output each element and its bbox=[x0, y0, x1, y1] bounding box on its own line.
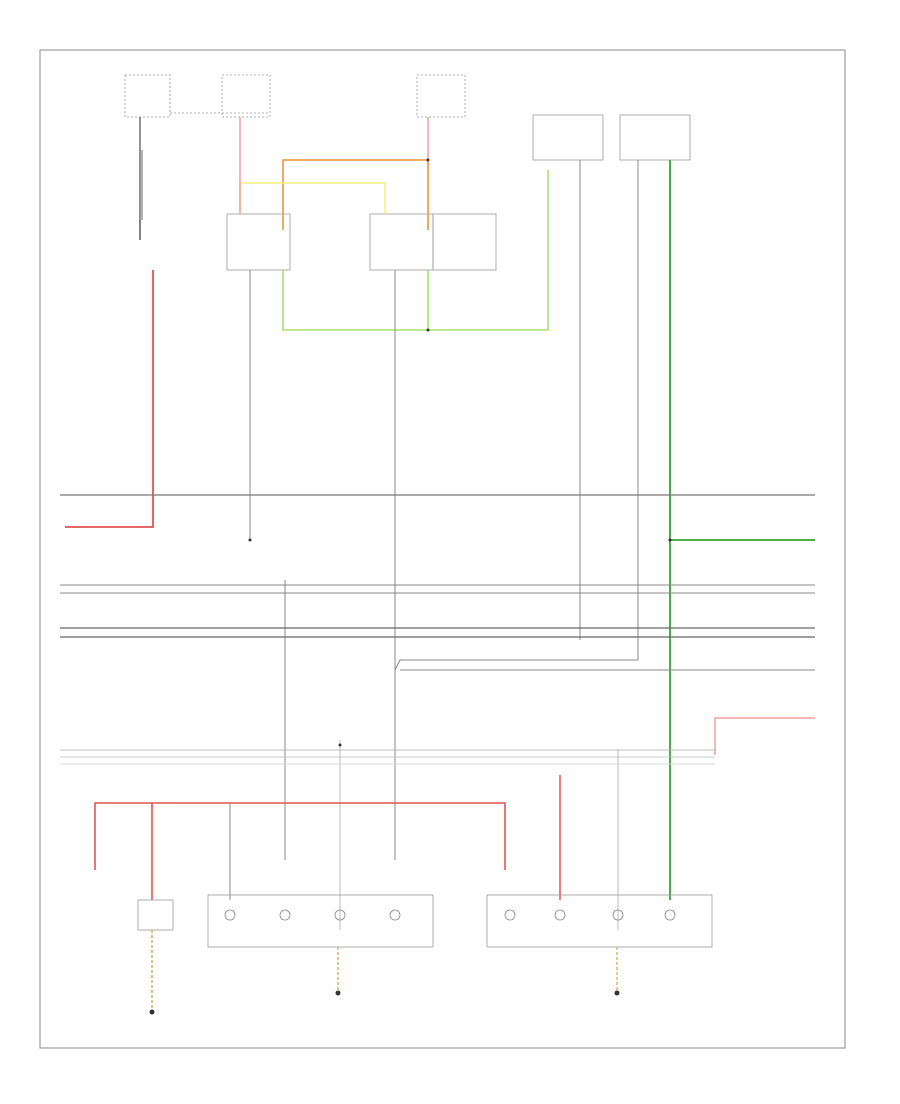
control-module-box bbox=[137, 899, 174, 931]
ground-point-3 bbox=[614, 990, 620, 996]
switch-box-left bbox=[226, 213, 291, 271]
ground-point-1 bbox=[149, 1009, 155, 1015]
wire-green-right bbox=[669, 160, 815, 541]
lamp-group-right bbox=[486, 894, 713, 948]
wire-yellow bbox=[239, 182, 386, 214]
diagram-frame bbox=[39, 49, 846, 1049]
wire-red-bottom-bus bbox=[94, 802, 506, 870]
wire-orange bbox=[282, 159, 429, 230]
wire-pink-right bbox=[714, 717, 815, 755]
ground-point-2 bbox=[335, 990, 341, 996]
fuse-box-1 bbox=[124, 74, 171, 220]
lamps bbox=[224, 909, 676, 921]
switch-box-right bbox=[369, 213, 434, 271]
module-box-2 bbox=[619, 114, 691, 161]
module-box-1 bbox=[532, 114, 604, 161]
wire-light-green bbox=[282, 170, 549, 331]
fuse-box-2 bbox=[170, 74, 271, 118]
fuse-box-3 bbox=[416, 74, 466, 118]
wire-gray-v5 bbox=[394, 659, 638, 671]
splice-dots bbox=[248, 158, 672, 747]
wire-red-left bbox=[65, 270, 154, 528]
switch-box-mid-right bbox=[432, 213, 497, 271]
lamp-group-left bbox=[207, 894, 434, 948]
